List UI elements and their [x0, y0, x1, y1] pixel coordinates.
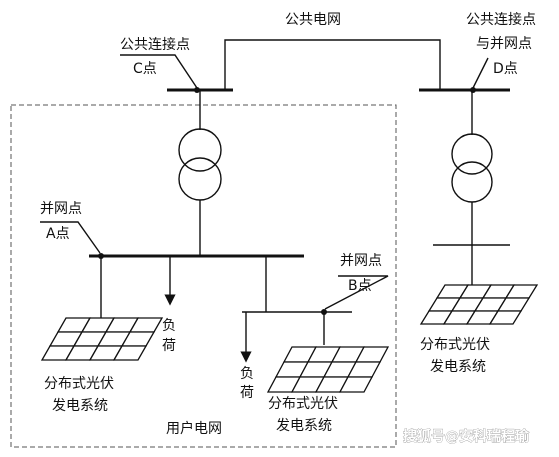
user-grid-boundary: [10, 104, 397, 448]
pv-panel-3: [419, 284, 539, 325]
watermark-text: 搜狐号@安科瑞程瑜: [403, 428, 530, 445]
c-point-label-2: C点: [133, 61, 157, 77]
pv2-label-1: 分布式光伏: [268, 396, 338, 412]
c-point-node: [194, 87, 200, 93]
public-grid-label: 公共电网: [285, 12, 341, 28]
d-point-label-2: 与并网点: [476, 36, 532, 52]
b-point-label-2: B点: [348, 278, 372, 294]
pv2-label-2: 发电系统: [276, 418, 332, 434]
pv-panel-2: [266, 346, 390, 393]
pv-panel-3-cell: [488, 310, 523, 325]
transformer-2-winding-top: [451, 133, 493, 175]
a-point-label-2: A点: [46, 226, 70, 242]
transformer-2-winding-bottom: [451, 161, 493, 203]
public-grid-line: [224, 39, 441, 90]
d-point-label-3: D点: [493, 61, 518, 77]
load2-label-1: 负: [240, 366, 254, 382]
load2-label-2: 荷: [240, 385, 254, 401]
user-grid-label: 用户电网: [166, 420, 222, 437]
c-point-label-1: 公共连接点: [120, 36, 190, 53]
pv1-label-2: 发电系统: [52, 398, 108, 414]
d-point-leader: [472, 57, 489, 89]
transformer-1-winding-top: [178, 128, 222, 172]
b-point-label-1: 并网点: [340, 253, 382, 269]
pv1-label-1: 分布式光伏: [44, 376, 114, 392]
a-point-label-1: 并网点: [40, 201, 82, 217]
load1-label-1: 负: [162, 318, 176, 334]
a-point-leader: [40, 221, 101, 254]
load1-label-2: 荷: [162, 338, 176, 354]
d-point-label-1: 公共连接点: [466, 11, 536, 28]
c-point-leader: [120, 54, 198, 89]
pv-panel-1: [40, 317, 164, 361]
transformer-1-winding-bottom: [178, 157, 222, 201]
pv3-label-1: 分布式光伏: [420, 337, 490, 353]
pv3-label-2: 发电系统: [430, 359, 486, 375]
pv-panel-2-cell: [338, 376, 374, 393]
pv-panel-1-cell: [112, 345, 148, 361]
b-point-leader: [324, 275, 389, 310]
